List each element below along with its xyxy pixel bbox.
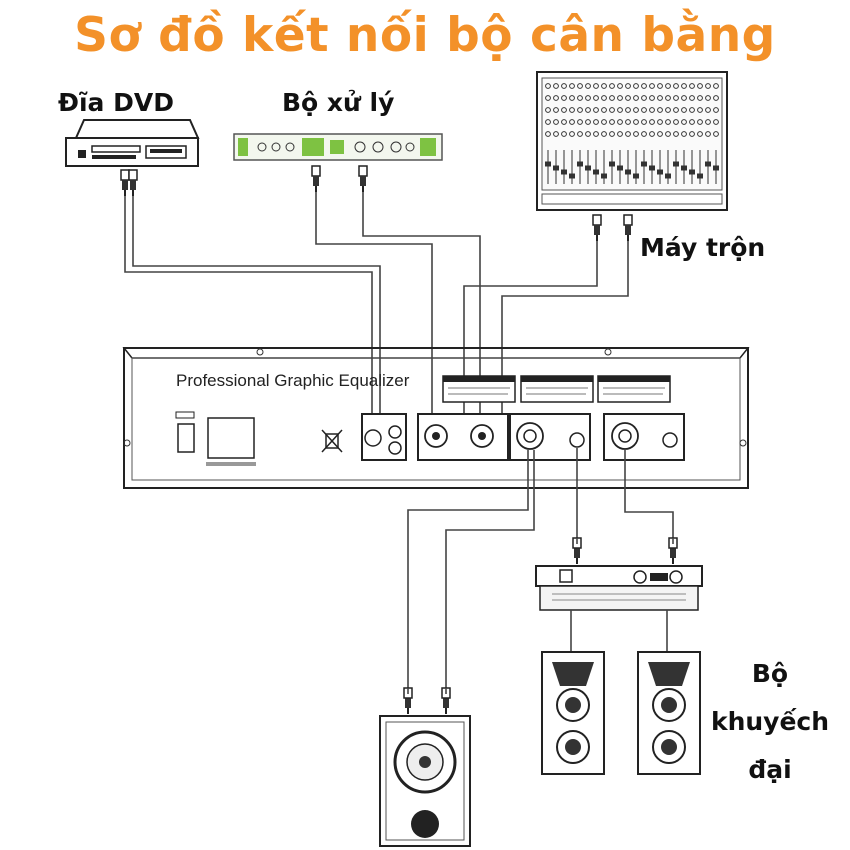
output-cables	[407, 448, 674, 688]
speaker-right	[637, 651, 701, 775]
equalizer-rear-panel	[122, 347, 750, 489]
mixer-console	[536, 71, 728, 242]
equalizer-panel-label: Professional Graphic Equalizer	[176, 371, 410, 390]
amplifier-unit	[535, 565, 703, 652]
processor-unit	[233, 133, 443, 193]
diagram-title: Sơ đồ kết nối bộ cân bằng	[74, 8, 776, 63]
subwoofer	[379, 715, 471, 847]
mixer-label: Máy trộn	[640, 233, 766, 262]
dvd-player	[65, 119, 200, 197]
processor-label: Bộ xử lý	[282, 88, 395, 117]
dvd-label: Đĩa DVD	[58, 88, 174, 117]
amplifier-label: Bộ khuyếch đại	[710, 659, 830, 784]
input-cables	[124, 192, 629, 424]
speaker-left	[541, 651, 605, 775]
